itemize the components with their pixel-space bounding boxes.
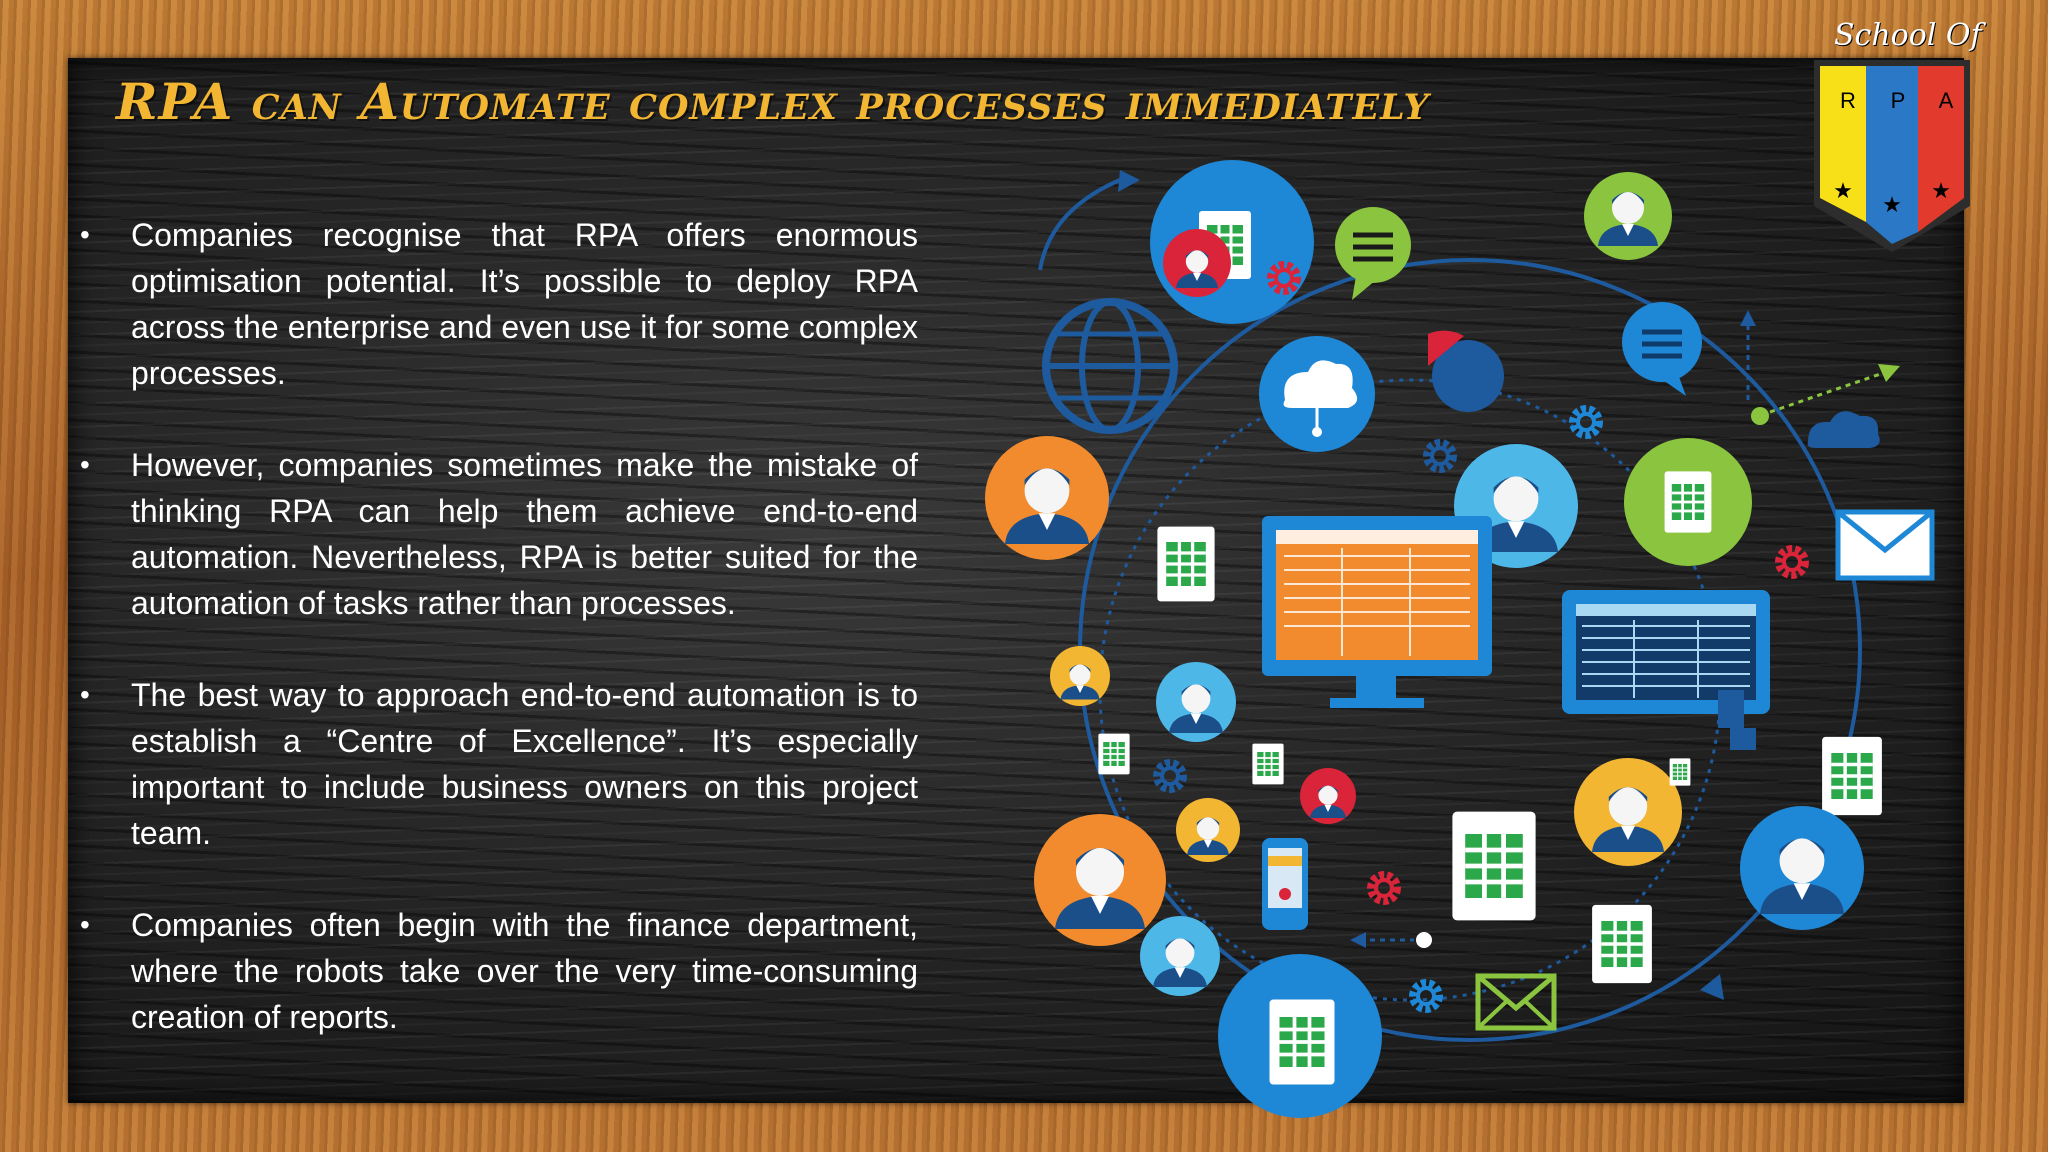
logo-shield-icon: ★ ★ ★ — [1814, 60, 1970, 252]
logo-script-text: School Of — [1834, 18, 1982, 53]
bullet-text: However, companies sometimes make the mi… — [131, 447, 918, 621]
slide-title: RPA can Automate complex processes immed… — [116, 72, 1430, 131]
spreadsheet-icon — [1820, 735, 1884, 817]
pie-chart-icon — [1432, 340, 1504, 412]
bullet-dot: • — [80, 679, 90, 710]
svg-text:★: ★ — [1833, 179, 1853, 204]
bullet-item: • Companies often begin with the finance … — [78, 902, 918, 1040]
bullet-dot: • — [80, 449, 90, 480]
school-of-rpa-logo: School Of ★ ★ ★ R P A — [1808, 18, 1982, 258]
spreadsheet-icon — [1452, 812, 1535, 921]
svg-text:★: ★ — [1882, 193, 1902, 218]
spreadsheet-icon — [1267, 997, 1337, 1087]
svg-text:★: ★ — [1931, 179, 1951, 204]
bullet-item: • Companies recognise that RPA offers eno… — [78, 212, 918, 396]
bullet-text: Companies often begin with the finance d… — [131, 907, 918, 1035]
monitor-icon — [1262, 516, 1492, 708]
laptop-icon — [1562, 590, 1770, 750]
bullet-item: • However, companies sometimes make the m… — [78, 442, 918, 626]
bullet-text: The best way to approach end-to-end auto… — [131, 677, 918, 851]
spreadsheet-icon — [1155, 524, 1217, 604]
bullet-dot: • — [80, 219, 90, 250]
logo-letter-a: A — [1938, 88, 1954, 113]
automation-network-illustration — [985, 160, 1935, 1118]
bullet-dot: • — [80, 909, 90, 940]
bullet-text: Companies recognise that RPA offers enor… — [131, 217, 918, 391]
envelope-icon — [1835, 509, 1935, 581]
phone-icon — [1262, 838, 1308, 930]
logo-letter-p: P — [1890, 88, 1906, 113]
envelope-icon — [1475, 973, 1557, 1031]
logo-letter-r: R — [1840, 88, 1856, 113]
bullet-item: • The best way to approach end-to-end aut… — [78, 672, 918, 856]
globe-icon — [1042, 298, 1178, 434]
bullet-list: • Companies recognise that RPA offers eno… — [78, 212, 918, 1086]
cloud-small-icon — [1807, 411, 1880, 448]
